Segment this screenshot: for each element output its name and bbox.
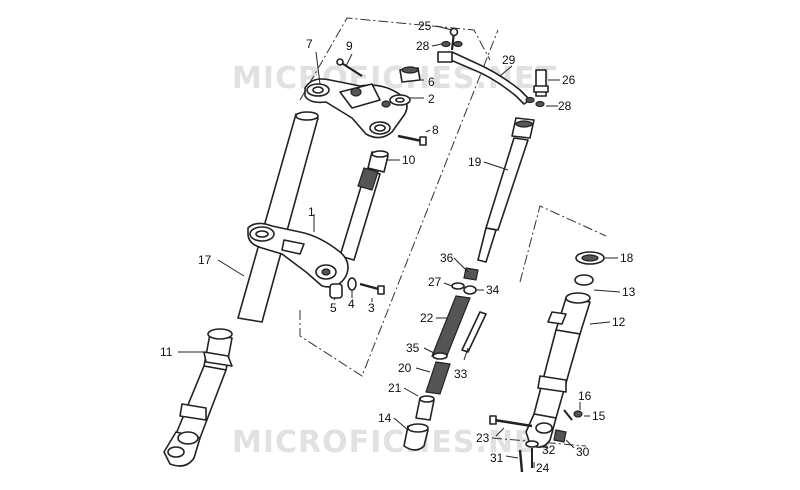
damper-rod-19 [477,117,535,263]
end-plug-14 [403,423,429,451]
bolt-23 [489,415,533,428]
fork-slider-11 [163,328,233,467]
fork-slider-12 [525,292,591,448]
callout-21: 21 [388,381,402,395]
callout-1: 1 [308,205,315,219]
callout-27: 27 [428,275,442,289]
callout-13: 13 [622,285,636,299]
lower-triple-clamp-1 [247,222,349,288]
callout-35: 35 [406,341,420,355]
callout-4: 4 [348,297,355,311]
leader-lines [178,25,621,468]
callout-34: 34 [486,283,500,297]
spacer-5 [329,283,343,299]
spring-20 [425,361,451,395]
callout-15: 15 [592,409,606,423]
screw-16 [563,409,573,421]
screw-25 [449,27,459,51]
bushing-21 [415,395,435,421]
callout-24: 24 [536,461,550,475]
bolt-31 [518,449,524,473]
callout-12: 12 [612,315,626,329]
callout-30: 30 [576,445,590,459]
washer-4 [347,277,357,291]
callout-9: 9 [346,39,353,53]
nut-30 [553,429,567,443]
ring-13 [574,274,594,286]
callout-25: 25 [418,19,432,33]
callout-28-upper: 28 [416,39,430,53]
callout-17: 17 [198,253,212,267]
seal-18 [575,251,605,265]
right-fork-assembly [489,251,605,473]
callout-14: 14 [378,411,392,425]
washer-2 [389,94,411,106]
callout-2: 2 [428,92,435,106]
bolt-8 [397,134,427,146]
center-damper-assembly [403,27,549,451]
callout-3: 3 [368,301,375,315]
upper-triple-clamp-7 [304,78,408,139]
callout-26: 26 [562,73,576,87]
washer-15 [573,410,583,418]
washer-28-lower [525,96,545,108]
rod-33 [461,311,487,353]
ring-34 [463,285,477,295]
washer-27 [451,282,465,290]
left-fork-assembly [163,58,427,467]
callout-5: 5 [330,301,337,315]
watermark-bottom: MICROFICHES.NET [232,425,557,460]
callout-18: 18 [620,251,634,265]
fork-spring-upper [357,167,379,191]
callout-31: 31 [490,451,504,465]
callout-22: 22 [420,311,434,325]
callout-7: 7 [306,37,313,51]
fork-tube-17 [237,113,319,323]
callout-16: 16 [578,389,592,403]
bolt-9 [336,58,363,77]
callout-23: 23 [476,431,490,445]
nut-6 [399,66,421,83]
callout-numbers: 7 9 6 2 8 10 1 17 11 5 4 3 25 28 29 26 2… [160,19,636,475]
callout-10: 10 [402,153,416,167]
callout-33: 33 [454,367,468,381]
callout-8: 8 [432,123,439,137]
bushing-10 [367,150,389,173]
ring-35 [432,352,448,360]
valve-26 [533,69,549,97]
callout-32: 32 [542,443,556,457]
bolt-3 [359,282,385,295]
callout-6: 6 [428,75,435,89]
callout-19: 19 [468,155,482,169]
callout-36: 36 [440,251,454,265]
callout-20: 20 [398,361,412,375]
callout-11: 11 [160,345,173,359]
callout-29: 29 [502,53,516,67]
callout-28-lower: 28 [558,99,572,113]
washer-32 [525,440,539,448]
